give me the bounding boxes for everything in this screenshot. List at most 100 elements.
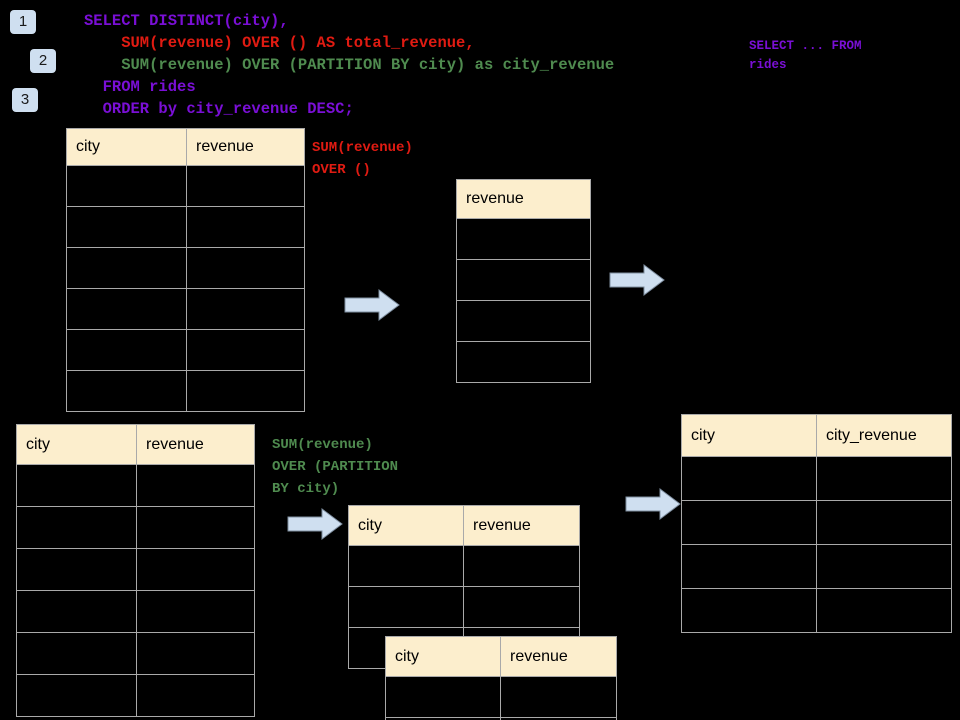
- column-header-revenue: revenue: [136, 424, 255, 465]
- annotation-over-empty-line-2: OVER (): [312, 162, 371, 178]
- table-cell: [16, 548, 137, 591]
- table-cell: [136, 674, 255, 717]
- table-cell: [186, 370, 305, 412]
- table-header-row: city revenue: [348, 505, 580, 546]
- table-row: [348, 586, 580, 628]
- table-cell: [66, 288, 187, 330]
- table-row: [456, 218, 591, 260]
- table-source-rides-bottom: city revenue: [16, 424, 255, 717]
- table-cell: [16, 632, 137, 675]
- table-cell: [136, 632, 255, 675]
- table-cell: [456, 341, 591, 383]
- annotation-over-partition-line-3: BY city): [272, 481, 340, 497]
- table-row: [66, 288, 305, 330]
- column-header-revenue: revenue: [186, 128, 305, 166]
- column-header-city: city: [348, 505, 464, 546]
- table-header-row: city revenue: [16, 424, 255, 465]
- table-row: [385, 717, 617, 720]
- step-badge-1[interactable]: 1: [10, 10, 36, 34]
- table-cell: [500, 717, 617, 720]
- query-line-4: FROM rides: [84, 78, 196, 96]
- table-row: [681, 500, 952, 545]
- table-row: [16, 506, 255, 549]
- table-partition-group-front: city revenue: [385, 636, 617, 720]
- table-header-row: city city_revenue: [681, 414, 952, 457]
- table-cell: [136, 548, 255, 591]
- table-cell: [16, 590, 137, 633]
- table-cell: [816, 500, 952, 545]
- table-cell: [816, 544, 952, 589]
- column-header-revenue: revenue: [500, 636, 617, 677]
- annotation-over-empty-line-1: SUM(revenue): [312, 140, 413, 156]
- table-row: [66, 165, 305, 207]
- table-row: [66, 206, 305, 248]
- table-row: [456, 259, 591, 301]
- side-snippet-line-2: rides: [749, 58, 787, 72]
- table-cell: [816, 456, 952, 501]
- table-cell: [186, 206, 305, 248]
- table-cell: [456, 300, 591, 342]
- table-cell: [186, 247, 305, 289]
- query-line-5: ORDER by city_revenue DESC;: [84, 100, 354, 118]
- arrow-source-to-total: [343, 288, 401, 322]
- table-cell: [16, 674, 137, 717]
- column-header-revenue: revenue: [463, 505, 580, 546]
- table-source-rides-top: city revenue: [66, 128, 305, 412]
- table-cell: [66, 165, 187, 207]
- table-row: [16, 590, 255, 633]
- table-cell: [136, 464, 255, 507]
- table-cell: [463, 586, 580, 628]
- table-cell: [186, 165, 305, 207]
- table-cell: [136, 590, 255, 633]
- step-badge-3[interactable]: 3: [12, 88, 38, 112]
- table-final-result: city city_revenue: [681, 414, 952, 633]
- table-row: [456, 341, 591, 383]
- table-row: [681, 456, 952, 501]
- table-cell: [456, 259, 591, 301]
- table-header-row: city revenue: [385, 636, 617, 677]
- column-header-city: city: [16, 424, 137, 465]
- table-total-revenue: revenue: [456, 179, 591, 383]
- side-snippet-line-1: SELECT ... FROM: [749, 39, 862, 53]
- table-row: [681, 544, 952, 589]
- table-cell: [186, 288, 305, 330]
- annotation-over-partition-line-1: SUM(revenue): [272, 437, 373, 453]
- table-header-row: revenue: [456, 179, 591, 219]
- table-cell: [816, 588, 952, 633]
- arrow-source-to-partition: [286, 507, 344, 541]
- table-cell: [681, 544, 817, 589]
- table-cell: [66, 247, 187, 289]
- table-cell: [66, 329, 187, 371]
- table-cell: [463, 545, 580, 587]
- arrow-partition-to-final: [624, 487, 682, 521]
- table-cell: [348, 586, 464, 628]
- table-row: [456, 300, 591, 342]
- table-cell: [16, 506, 137, 549]
- table-cell: [136, 506, 255, 549]
- table-row: [66, 329, 305, 371]
- step-badge-2[interactable]: 2: [30, 49, 56, 73]
- annotation-over-partition-line-2: OVER (PARTITION: [272, 459, 399, 475]
- table-cell: [186, 329, 305, 371]
- table-row: [16, 548, 255, 591]
- query-line-3: SUM(revenue) OVER (PARTITION BY city) as…: [84, 56, 615, 74]
- table-header-row: city revenue: [66, 128, 305, 166]
- table-cell: [681, 456, 817, 501]
- table-cell: [16, 464, 137, 507]
- table-row: [385, 676, 617, 718]
- table-cell: [385, 676, 501, 718]
- table-row: [16, 464, 255, 507]
- table-cell: [456, 218, 591, 260]
- column-header-city: city: [66, 128, 187, 166]
- table-row: [681, 588, 952, 633]
- table-row: [16, 674, 255, 717]
- table-row: [66, 247, 305, 289]
- table-cell: [681, 500, 817, 545]
- column-header-city: city: [681, 414, 817, 457]
- table-cell: [348, 545, 464, 587]
- table-row: [16, 632, 255, 675]
- query-line-2: SUM(revenue) OVER () AS total_revenue,: [84, 34, 475, 52]
- table-row: [348, 545, 580, 587]
- table-cell: [66, 206, 187, 248]
